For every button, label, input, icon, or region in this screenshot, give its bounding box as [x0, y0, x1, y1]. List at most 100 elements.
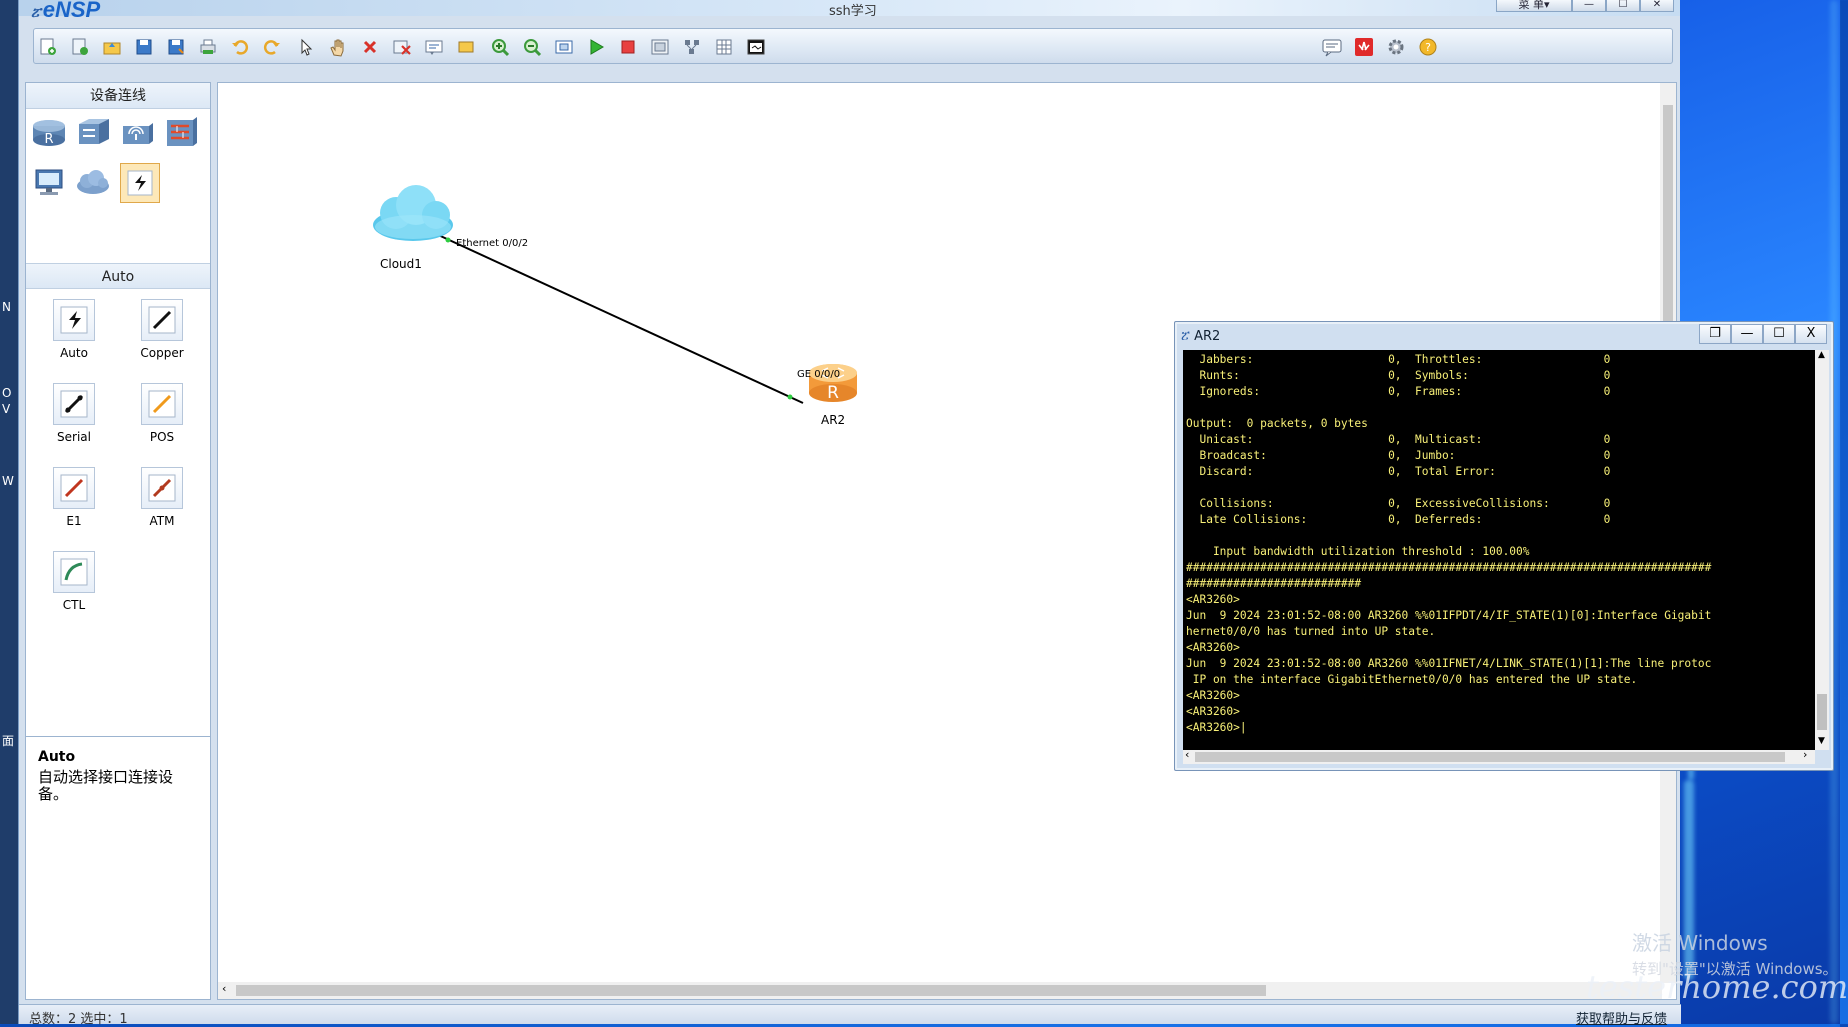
open-icon[interactable] [102, 37, 122, 57]
status-count: 总数：2 选中：1 [29, 1012, 128, 1027]
svg-text:R: R [827, 383, 839, 403]
svg-text:?: ? [1425, 41, 1431, 54]
minimize-button[interactable]: — [1572, 0, 1606, 12]
zoom-out-icon[interactable] [522, 37, 542, 57]
ar2-console-window[interactable]: ፘ AR2 ❐ — ☐ X Jabbers: 0, Throttles: 0 R… [1174, 321, 1834, 771]
router-label: AR2 [821, 413, 846, 427]
console-title: AR2 [1194, 328, 1221, 344]
console-output: Jabbers: 0, Throttles: 0 Runts: 0, Symbo… [1186, 353, 1712, 734]
console-vertical-thumb[interactable] [1817, 694, 1827, 730]
link-atm[interactable]: ATM [132, 467, 192, 528]
info-description: 自动选择接口连接设备。 [38, 768, 174, 803]
router-port-label: GE 0/0/0 [797, 369, 841, 380]
scroll-right-icon[interactable]: › [1803, 748, 1808, 761]
svg-text:R: R [44, 132, 53, 147]
console-horizontal-scrollbar[interactable]: ‹ › [1183, 748, 1815, 764]
forum-icon[interactable] [1322, 37, 1342, 57]
activation-watermark: 激活 Windows [1632, 931, 1768, 955]
delete-link-icon[interactable] [392, 37, 412, 57]
router-icon[interactable]: R [30, 115, 68, 151]
console-restore-button[interactable]: ❐ [1699, 324, 1731, 344]
menu-button[interactable]: 菜 单▾ [1496, 0, 1572, 12]
link-ctl[interactable]: CTL [44, 551, 104, 612]
canvas-vertical-thumb[interactable] [1663, 105, 1673, 493]
topology-canvas[interactable]: Cloud1 Ethernet 0/0/2 R GE 0/0/0 AR2 ‹ ፘ… [217, 82, 1834, 1000]
scroll-up-icon[interactable]: ▲ [1818, 350, 1825, 360]
wlan-icon[interactable] [118, 115, 156, 151]
link-e1-label: E1 [66, 514, 82, 528]
link-serial-label: Serial [57, 430, 91, 444]
auto-link-icon[interactable] [120, 163, 160, 203]
help-feedback-link[interactable]: 获取帮助与反馈 [1575, 1012, 1667, 1027]
router-icon: R [809, 364, 857, 403]
console-close-button[interactable]: X [1795, 324, 1827, 344]
desktop-label: 面 [2, 734, 15, 748]
grid-icon[interactable] [714, 37, 734, 57]
cloud-icon[interactable] [74, 165, 112, 201]
port-dot-cloud [445, 237, 451, 243]
device-panel-header: 设备连线 [26, 83, 210, 109]
desktop-label: V [2, 402, 11, 416]
console-maximize-button[interactable]: ☐ [1763, 324, 1795, 344]
link-copper-label: Copper [140, 346, 184, 360]
app-name: eNSP [42, 0, 101, 22]
link-panel-header: Auto [26, 263, 210, 289]
link-pos-label: POS [149, 430, 175, 444]
undo-icon[interactable] [230, 37, 250, 57]
canvas-horizontal-scrollbar[interactable]: ‹ [218, 982, 1662, 999]
firewall-icon[interactable] [162, 115, 200, 151]
cloud-node[interactable] [370, 179, 456, 253]
cloud-label: Cloud1 [380, 257, 422, 271]
console-title-bar: ፘ AR2 [1181, 326, 1220, 346]
desktop-label: W [2, 474, 14, 488]
link-copper[interactable]: Copper [132, 299, 192, 360]
settings-icon[interactable] [1386, 37, 1406, 57]
pc-icon[interactable] [30, 165, 68, 201]
status-bar: 总数：2 选中：1 获取帮助与反馈 [19, 1004, 1681, 1027]
router-node[interactable]: R [806, 359, 860, 411]
hand-icon[interactable] [328, 37, 348, 57]
link-e1[interactable]: E1 [44, 467, 104, 528]
zoom-in-icon[interactable] [490, 37, 510, 57]
redo-icon[interactable] [262, 37, 282, 57]
text-icon[interactable] [424, 37, 444, 57]
console-window-controls: ❐ — ☐ X [1699, 324, 1827, 344]
huawei-icon[interactable] [1354, 37, 1374, 57]
cloud-port-label: Ethernet 0/0/2 [456, 238, 529, 249]
ensp-window: ፘeNSP ssh学习 菜 单▾ — ☐ ✕ [18, 0, 1834, 1027]
console-icon[interactable] [746, 37, 766, 57]
select-icon[interactable] [296, 37, 316, 57]
console-horizontal-thumb[interactable] [1195, 752, 1785, 762]
fit-view-icon[interactable] [554, 37, 574, 57]
start-device-icon[interactable] [586, 37, 606, 57]
scroll-left-icon[interactable]: ‹ [1185, 748, 1190, 761]
delete-icon[interactable] [360, 37, 380, 57]
console-vertical-scrollbar[interactable]: ▲ ▼ [1815, 350, 1829, 750]
rectangle-icon[interactable] [456, 37, 476, 57]
link-auto-label: Auto [60, 346, 88, 360]
switch-icon[interactable] [74, 115, 112, 151]
console-terminal[interactable]: Jabbers: 0, Throttles: 0 Runts: 0, Symbo… [1183, 350, 1815, 750]
scroll-down-icon[interactable]: ▼ [1818, 736, 1825, 746]
close-button[interactable]: ✕ [1640, 0, 1674, 12]
window-title: ssh学习 [829, 4, 877, 19]
link-cloud-ar2 [433, 232, 804, 404]
new-file-icon[interactable] [70, 37, 90, 57]
scroll-left-icon[interactable]: ‹ [222, 982, 227, 995]
link-pos[interactable]: POS [132, 383, 192, 444]
link-auto[interactable]: Auto [44, 299, 104, 360]
save-as-icon[interactable] [166, 37, 186, 57]
desktop-label: N [2, 300, 11, 314]
maximize-button[interactable]: ☐ [1606, 0, 1640, 12]
console-minimize-button[interactable]: — [1731, 324, 1763, 344]
topology-icon[interactable] [682, 37, 702, 57]
activation-watermark-sub: 转到"设置"以激活 Windows。 [1632, 960, 1838, 978]
stop-device-icon[interactable] [618, 37, 638, 57]
print-icon[interactable] [198, 37, 218, 57]
help-icon[interactable]: ? [1418, 37, 1438, 57]
capture-icon[interactable] [650, 37, 670, 57]
new-topology-icon[interactable] [38, 37, 58, 57]
link-serial[interactable]: Serial [44, 383, 104, 444]
save-icon[interactable] [134, 37, 154, 57]
canvas-horizontal-thumb[interactable] [236, 985, 1266, 996]
